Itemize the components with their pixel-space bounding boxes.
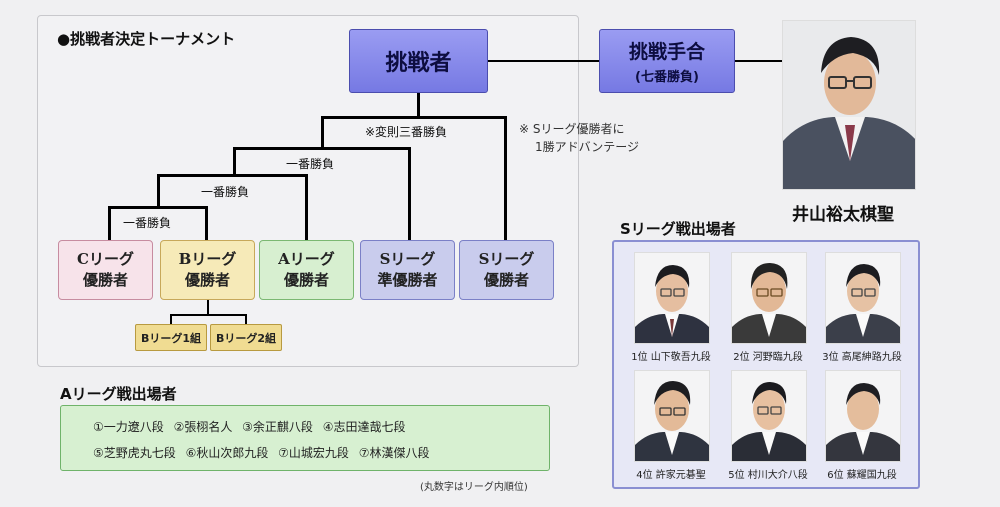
player-caption-2: 2位 河野臨九段	[733, 352, 803, 363]
player-caption-1: 1位 山下敬吾九段	[631, 352, 711, 363]
s-league-panel: 1位 山下敬吾九段 2位 河野臨九段 3位 高尾紳路九段 4位 許家元碁聖 5位…	[612, 240, 920, 489]
player-portrait-icon	[826, 253, 900, 343]
connector-match-champion	[735, 60, 782, 62]
bracket-line	[408, 147, 411, 240]
player-portrait-icon	[732, 253, 806, 343]
player-portrait-icon	[635, 371, 709, 461]
player-photo-3	[825, 252, 901, 344]
a-league-row-2: ⑤芝野虎丸七段 ⑥秋山次郎九段 ⑦山城宏九段 ⑦林漢傑八段	[93, 446, 430, 460]
a-league-list: ①一力遼八段 ②張栩名人 ③余正麒八段 ④志田達哉七段 ⑤芝野虎丸七段 ⑥秋山次…	[60, 405, 550, 471]
league-box-line1: Aリーグ	[278, 250, 335, 268]
bracket-line	[157, 174, 307, 177]
a-league-footnote: (丸数字はリーグ内順位)	[420, 482, 528, 493]
player-caption-5: 5位 村川大介八段	[728, 470, 808, 481]
title-match-box: 挑戦手合 (七番勝負)	[599, 29, 735, 93]
player-caption-6: 6位 蘇耀国九段	[827, 470, 897, 481]
bracket-line	[417, 93, 420, 118]
league-box-s-runner-up: Sリーグ 準優勝者	[360, 240, 455, 300]
league-box-line2: 優勝者	[483, 271, 529, 289]
a-league-title: Aリーグ戦出場者	[60, 385, 177, 403]
league-box-b-winner: Bリーグ 優勝者	[160, 240, 255, 300]
bracket-line	[245, 314, 247, 324]
bracket-line	[108, 206, 111, 240]
champion-name: 井山裕太棋聖	[792, 205, 894, 225]
tournament-panel	[37, 15, 579, 367]
league-box-line2: 優勝者	[283, 271, 329, 289]
b-group-1-box: Bリーグ1組	[135, 324, 207, 351]
league-box-a-winner: Aリーグ 優勝者	[259, 240, 354, 300]
bracket-line	[170, 314, 246, 316]
player-caption-3: 3位 高尾紳路九段	[822, 352, 902, 363]
round-label-final: ※変則三番勝負	[365, 125, 448, 139]
round-label-first: 一番勝負	[123, 216, 172, 230]
player-photo-6	[825, 370, 901, 462]
bracket-line	[157, 174, 160, 208]
bracket-line	[233, 147, 411, 150]
league-box-line2: 優勝者	[82, 271, 128, 289]
bracket-line	[108, 206, 207, 209]
s-league-title: Sリーグ戦出場者	[620, 220, 736, 238]
league-box-line1: Sリーグ	[379, 250, 436, 268]
title-match-sub: (七番勝負)	[635, 70, 699, 85]
player-photo-4	[634, 370, 710, 462]
advantage-note-line2: 1勝アドバンテージ	[535, 140, 639, 154]
league-box-line2: 優勝者	[184, 271, 230, 289]
player-caption-4: 4位 許家元碁聖	[636, 470, 706, 481]
bracket-line	[305, 174, 308, 240]
advantage-note-line1: ※ Sリーグ優勝者に	[519, 122, 625, 136]
bracket-line	[321, 116, 324, 149]
title-match-label: 挑戦手合	[628, 41, 705, 63]
player-photo-2	[731, 252, 807, 344]
connector-challenger-match	[488, 60, 599, 62]
league-box-line1: Sリーグ	[478, 250, 535, 268]
league-box-s-winner: Sリーグ 優勝者	[459, 240, 554, 300]
bracket-line	[321, 116, 506, 119]
challenger-label: 挑戦者	[385, 51, 452, 76]
champion-portrait-icon	[783, 21, 915, 189]
player-portrait-icon	[635, 253, 709, 343]
bracket-line	[205, 206, 208, 240]
league-box-line2: 準優勝者	[377, 271, 438, 289]
player-portrait-icon	[732, 371, 806, 461]
bracket-line	[233, 147, 236, 176]
challenger-box: 挑戦者	[349, 29, 488, 93]
champion-portrait	[782, 20, 916, 190]
bracket-line	[207, 300, 209, 315]
tournament-title: ●挑戦者決定トーナメント	[57, 30, 236, 48]
player-photo-1	[634, 252, 710, 344]
round-label-semi: 一番勝負	[286, 157, 335, 171]
league-box-c-winner: Cリーグ 優勝者	[58, 240, 153, 300]
advantage-note: ※ Sリーグ優勝者に 1勝アドバンテージ	[519, 120, 639, 156]
player-portrait-icon	[826, 371, 900, 461]
bracket-line	[504, 116, 507, 240]
b-group-2-box: Bリーグ2組	[210, 324, 282, 351]
round-label-quarter: 一番勝負	[201, 185, 250, 199]
player-photo-5	[731, 370, 807, 462]
league-box-line1: Bリーグ	[178, 250, 237, 268]
league-box-line1: Cリーグ	[77, 250, 134, 268]
bracket-line	[170, 314, 172, 324]
a-league-row-1: ①一力遼八段 ②張栩名人 ③余正麒八段 ④志田達哉七段	[93, 420, 406, 434]
